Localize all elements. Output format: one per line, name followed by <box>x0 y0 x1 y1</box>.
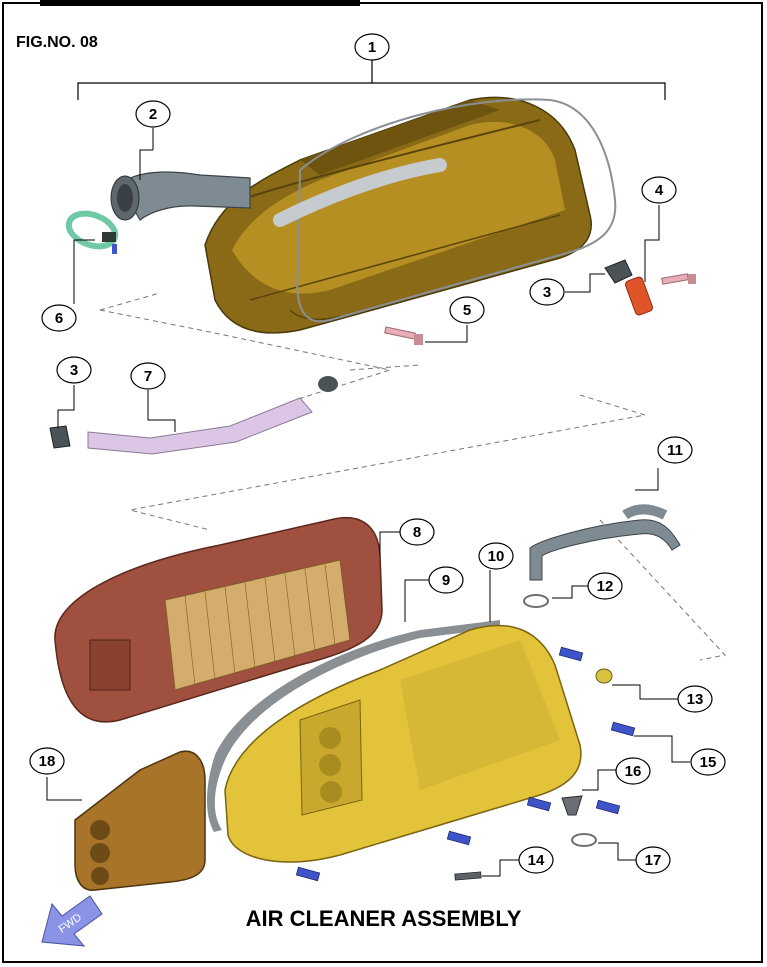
hose-clamp <box>65 210 119 254</box>
spring-clip-12 <box>523 594 549 608</box>
intake-duct <box>110 158 447 227</box>
intake-silencer <box>74 750 206 891</box>
breather-tube <box>87 376 338 455</box>
drain-cap-16 <box>561 795 583 816</box>
figure-title: AIR CLEANER ASSEMBLY <box>245 906 522 931</box>
callout-10: 10 <box>488 548 505 565</box>
assembly-bracket <box>77 82 666 100</box>
callout-13: 13 <box>687 691 704 708</box>
header-logo <box>40 0 360 6</box>
screw-14 <box>454 871 482 881</box>
clip-left <box>49 425 71 449</box>
callout-18: 18 <box>39 753 56 770</box>
bolt-5 <box>384 326 423 345</box>
clip-upper <box>604 259 633 284</box>
callout-3-upper: 3 <box>543 284 551 301</box>
callout-16: 16 <box>625 763 642 780</box>
spring-clip-17 <box>571 833 597 847</box>
screws-blue <box>295 646 636 882</box>
callout-8: 8 <box>413 524 421 541</box>
callout-6: 6 <box>55 310 63 327</box>
callout-11: 11 <box>667 442 683 459</box>
callout-12: 12 <box>597 578 614 595</box>
callout-14: 14 <box>528 852 545 869</box>
drain-plug <box>625 276 653 316</box>
callout-17: 17 <box>645 852 662 869</box>
clamp-13 <box>595 668 613 684</box>
callout-bubbles: 1 2 3 4 5 6 3 7 8 9 10 11 12 13 14 15 16… <box>29 33 726 877</box>
callout-7: 7 <box>144 368 152 385</box>
callout-5: 5 <box>463 302 471 319</box>
crankcase-hose <box>529 504 681 581</box>
air-filter-element <box>54 516 383 723</box>
bolt-upper-right <box>661 273 696 285</box>
figure-number: FIG.NO. 08 <box>16 34 98 51</box>
callout-1: 1 <box>368 39 376 56</box>
fwd-arrow <box>41 895 103 947</box>
callout-2: 2 <box>149 106 157 123</box>
guide-lines <box>99 292 726 661</box>
callout-9: 9 <box>442 572 450 589</box>
callout-15: 15 <box>700 754 717 771</box>
upper-air-cleaner-case <box>204 96 617 334</box>
callout-3-left: 3 <box>70 362 78 379</box>
lower-air-cleaner-case <box>224 624 582 863</box>
callout-4: 4 <box>655 182 664 199</box>
